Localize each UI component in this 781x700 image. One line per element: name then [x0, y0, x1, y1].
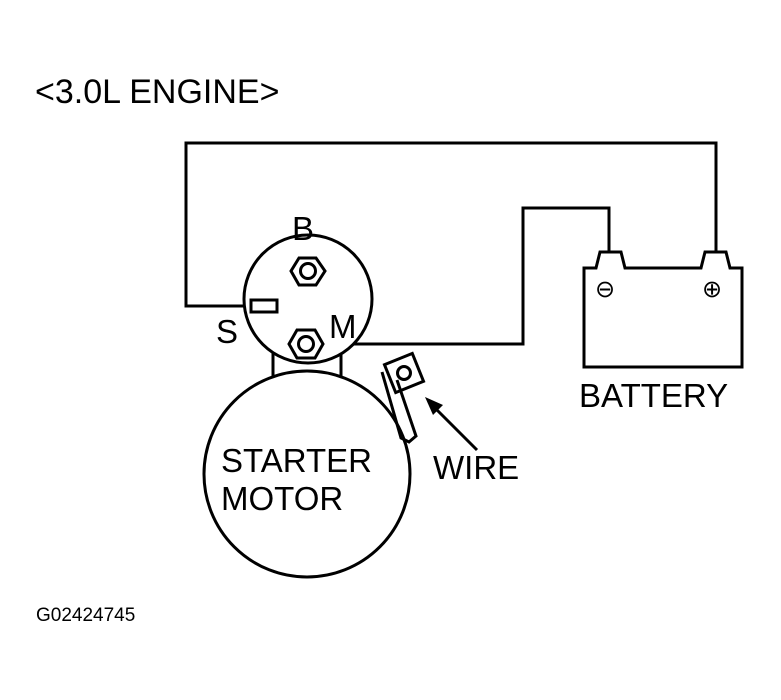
figure-code: G02424745	[36, 605, 135, 626]
starter-motor: STARTER MOTOR	[202, 352, 412, 579]
terminal-s-label: S	[216, 313, 238, 350]
wire-m-to-battery-negative	[322, 206, 611, 346]
wire-pointer-arrow	[425, 397, 479, 452]
terminal-s-spade	[249, 298, 279, 314]
terminal-b-label: B	[292, 210, 314, 247]
battery: ⊖ ⊕ BATTERY	[579, 250, 744, 414]
starter-label-line2: MOTOR	[221, 480, 343, 517]
starter-motor-body	[202, 369, 412, 579]
terminal-m-nut	[287, 328, 325, 360]
ground-wire	[380, 351, 426, 444]
solenoid: B S M	[216, 210, 374, 365]
wire-label: WIRE	[433, 449, 519, 486]
wire-s-to-battery-positive	[184, 141, 718, 308]
terminal-m-label: M	[329, 308, 357, 345]
battery-negative-icon: ⊖	[595, 276, 615, 303]
starter-label-line1: STARTER	[221, 442, 372, 479]
solenoid-body	[242, 233, 374, 365]
ground-strap	[380, 371, 418, 444]
battery-body	[582, 250, 744, 369]
battery-label: BATTERY	[579, 377, 728, 414]
diagram-title: <3.0L ENGINE>	[35, 73, 279, 111]
ground-ring-terminal	[382, 351, 426, 395]
battery-positive-icon: ⊕	[702, 276, 722, 303]
terminal-b-nut	[289, 256, 327, 287]
